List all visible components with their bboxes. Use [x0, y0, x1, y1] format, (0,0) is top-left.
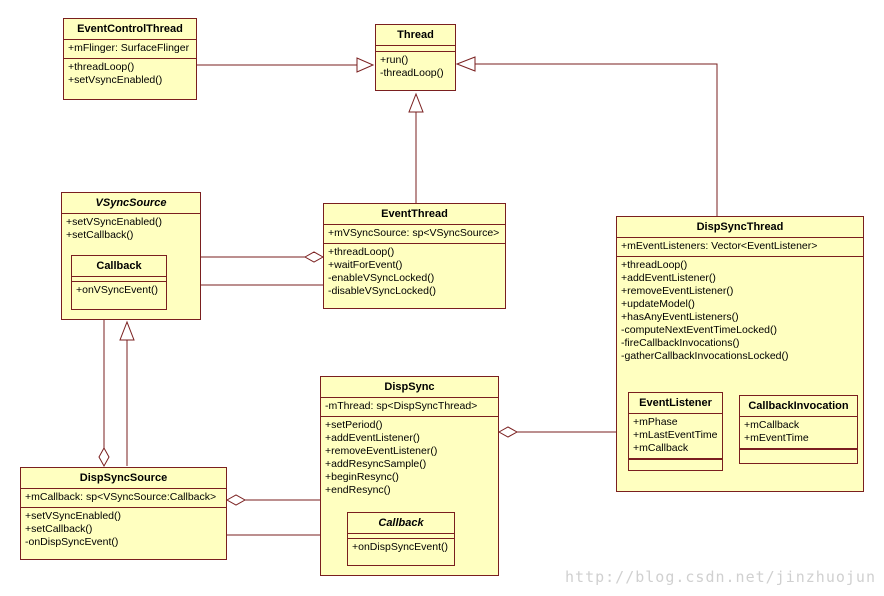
attributes-section: +mFlinger: SurfaceFlinger: [64, 40, 196, 59]
aggregation-diamond: [303, 251, 325, 263]
operations-section: +run() -threadLoop(): [376, 52, 455, 83]
class-name: Callback: [348, 513, 454, 534]
class-name: DispSyncSource: [21, 468, 226, 489]
operation: +threadLoop(): [621, 259, 688, 271]
operation: +setCallback(): [25, 523, 93, 535]
operation: +addResyncSample(): [325, 458, 427, 470]
operation: +hasAnyEventListeners(): [621, 311, 739, 323]
class-callback-invocation: CallbackInvocation +mCallback +mEventTim…: [739, 395, 858, 464]
generalization-arrowhead: [356, 57, 375, 73]
operation: -fireCallbackInvocations(): [621, 337, 740, 349]
attribute: +mLastEventTime: [633, 429, 718, 441]
attributes-section: [348, 534, 454, 539]
operation: -onDispSyncEvent(): [25, 536, 119, 548]
operation: +setVsyncEnabled(): [68, 74, 163, 86]
operation: +setVSyncEnabled(): [66, 216, 163, 228]
attributes-section: +mCallback: sp<VSyncSource:Callback>: [21, 489, 226, 508]
generalization-arrowhead: [119, 320, 135, 341]
attributes-section: +mCallback +mEventTime: [740, 417, 857, 449]
attributes-section: [376, 46, 455, 52]
attribute: -mThread: sp<DispSyncThread>: [325, 400, 478, 412]
operation: +beginResync(): [325, 471, 399, 483]
operations-section: [629, 459, 722, 466]
operations-section: +threadLoop() +addEventListener() +remov…: [617, 257, 863, 366]
aggregation-diamond: [98, 446, 110, 468]
operation: +addEventListener(): [621, 272, 716, 284]
operation: +waitForEvent(): [328, 259, 403, 271]
operation: +setCallback(): [66, 229, 134, 241]
operation: +onVSyncEvent(): [76, 284, 159, 296]
operations-section: +threadLoop() +waitForEvent() -enableVSy…: [324, 244, 505, 301]
operations-section: +onVSyncEvent(): [72, 282, 166, 300]
operation: +endResync(): [325, 484, 391, 496]
operations-section: +setVSyncEnabled() +setCallback() -onDis…: [21, 508, 226, 552]
operation: +setPeriod(): [325, 419, 383, 431]
attribute: +mCallback: sp<VSyncSource:Callback>: [25, 491, 217, 503]
attributes-section: +mPhase +mLastEventTime +mCallback: [629, 414, 722, 459]
attributes-section: +mVSyncSource: sp<VSyncSource>: [324, 225, 505, 244]
aggregation-diamond: [225, 494, 247, 506]
operation: +removeEventListener(): [325, 445, 438, 457]
class-event-control-thread: EventControlThread +mFlinger: SurfaceFli…: [63, 18, 197, 100]
class-vsync-callback: Callback +onVSyncEvent(): [71, 255, 167, 310]
class-event-thread: EventThread +mVSyncSource: sp<VSyncSourc…: [323, 203, 506, 309]
generalization-dispsyncthread-thread: [475, 63, 718, 216]
operation: -gatherCallbackInvocationsLocked(): [621, 350, 789, 362]
operation: -enableVSyncLocked(): [328, 272, 435, 284]
class-name: EventListener: [629, 393, 722, 414]
class-dispsync-callback: Callback +onDispSyncEvent(): [347, 512, 455, 566]
class-name: VSyncSource: [62, 193, 200, 214]
class-name: EventThread: [324, 204, 505, 225]
attribute: +mCallback: [633, 442, 689, 454]
operations-section: +onDispSyncEvent(): [348, 539, 454, 557]
class-name: EventControlThread: [64, 19, 196, 40]
attributes-section: +mEventListeners: Vector<EventListener>: [617, 238, 863, 257]
attribute: +mEventTime: [744, 432, 809, 444]
class-disp-sync-source: DispSyncSource +mCallback: sp<VSyncSourc…: [20, 467, 227, 560]
class-thread: Thread +run() -threadLoop(): [375, 24, 456, 91]
class-name: CallbackInvocation: [740, 396, 857, 417]
watermark: http://blog.csdn.net/jinzhuojun: [565, 568, 876, 586]
operation: +onDispSyncEvent(): [352, 541, 449, 553]
attribute: +mCallback: [744, 419, 800, 431]
attribute: +mFlinger: SurfaceFlinger: [68, 42, 190, 54]
operation: +addEventListener(): [325, 432, 420, 444]
operation: +setVSyncEnabled(): [25, 510, 122, 522]
attribute: +mEventListeners: Vector<EventListener>: [621, 240, 818, 252]
operations-section: +setPeriod() +addEventListener() +remove…: [321, 417, 498, 500]
attributes-section: [72, 277, 166, 282]
attribute: +mPhase: [633, 416, 678, 428]
operation: +updateModel(): [621, 298, 695, 310]
operations-section: [740, 449, 857, 456]
operations-section: +setVSyncEnabled() +setCallback(): [62, 214, 200, 245]
attribute: +mVSyncSource: sp<VSyncSource>: [328, 227, 500, 239]
operations-section: +threadLoop() +setVsyncEnabled(): [64, 59, 196, 90]
operation: +run(): [380, 54, 409, 66]
class-name: Thread: [376, 25, 455, 46]
class-name: DispSync: [321, 377, 498, 398]
operation: -threadLoop(): [380, 67, 444, 79]
operation: +threadLoop(): [68, 61, 135, 73]
generalization-arrowhead: [408, 92, 424, 113]
operation: +removeEventListener(): [621, 285, 734, 297]
aggregation-diamond: [497, 426, 519, 438]
operation: -computeNextEventTimeLocked(): [621, 324, 778, 336]
class-name: Callback: [72, 256, 166, 277]
generalization-arrowhead: [455, 56, 476, 72]
operation: +threadLoop(): [328, 246, 395, 258]
attributes-section: -mThread: sp<DispSyncThread>: [321, 398, 498, 417]
class-event-listener: EventListener +mPhase +mLastEventTime +m…: [628, 392, 723, 471]
operation: -disableVSyncLocked(): [328, 285, 436, 297]
class-name: DispSyncThread: [617, 217, 863, 238]
